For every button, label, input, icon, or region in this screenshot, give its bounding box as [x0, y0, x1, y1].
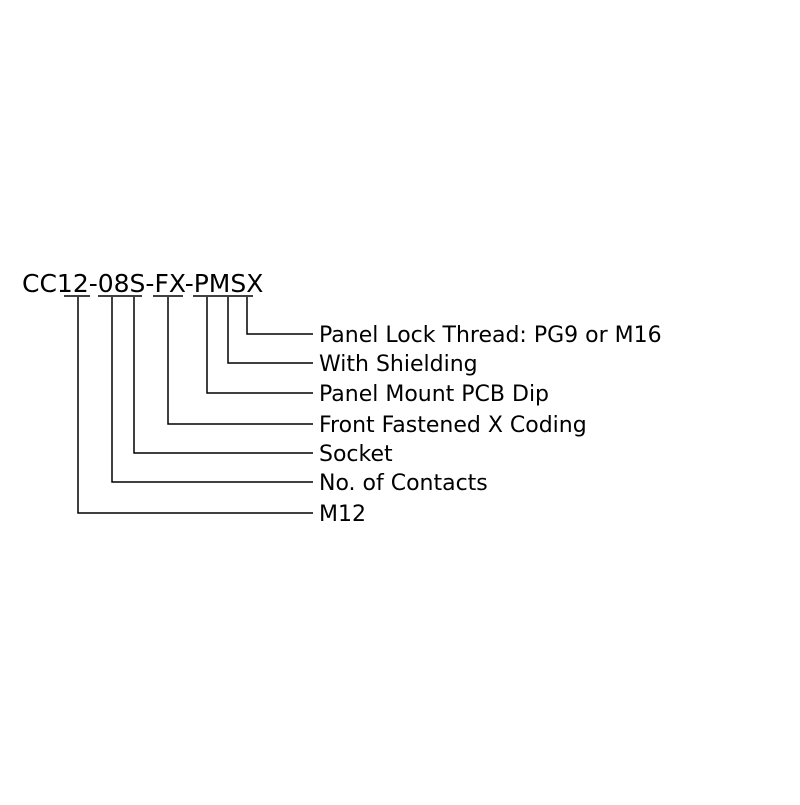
segment-label: Panel Mount PCB Dip: [319, 382, 549, 407]
leader-line: [227, 297, 313, 364]
segment-label: Panel Lock Thread: PG9 or M16: [319, 323, 662, 348]
leader-line: [167, 297, 313, 425]
leader-line: [246, 297, 313, 335]
part-number: CC12-08S-FX-PMSX: [22, 269, 263, 298]
segment-label: Socket: [319, 442, 393, 467]
segment-label: Front Fastened X Coding: [319, 413, 587, 438]
segment-label: No. of Contacts: [319, 471, 488, 496]
segment-label: M12: [319, 502, 366, 527]
leader-line: [77, 297, 313, 514]
leader-line: [133, 297, 313, 454]
leader-line: [111, 297, 313, 483]
leader-line: [206, 297, 313, 394]
segment-label: With Shielding: [319, 352, 478, 377]
